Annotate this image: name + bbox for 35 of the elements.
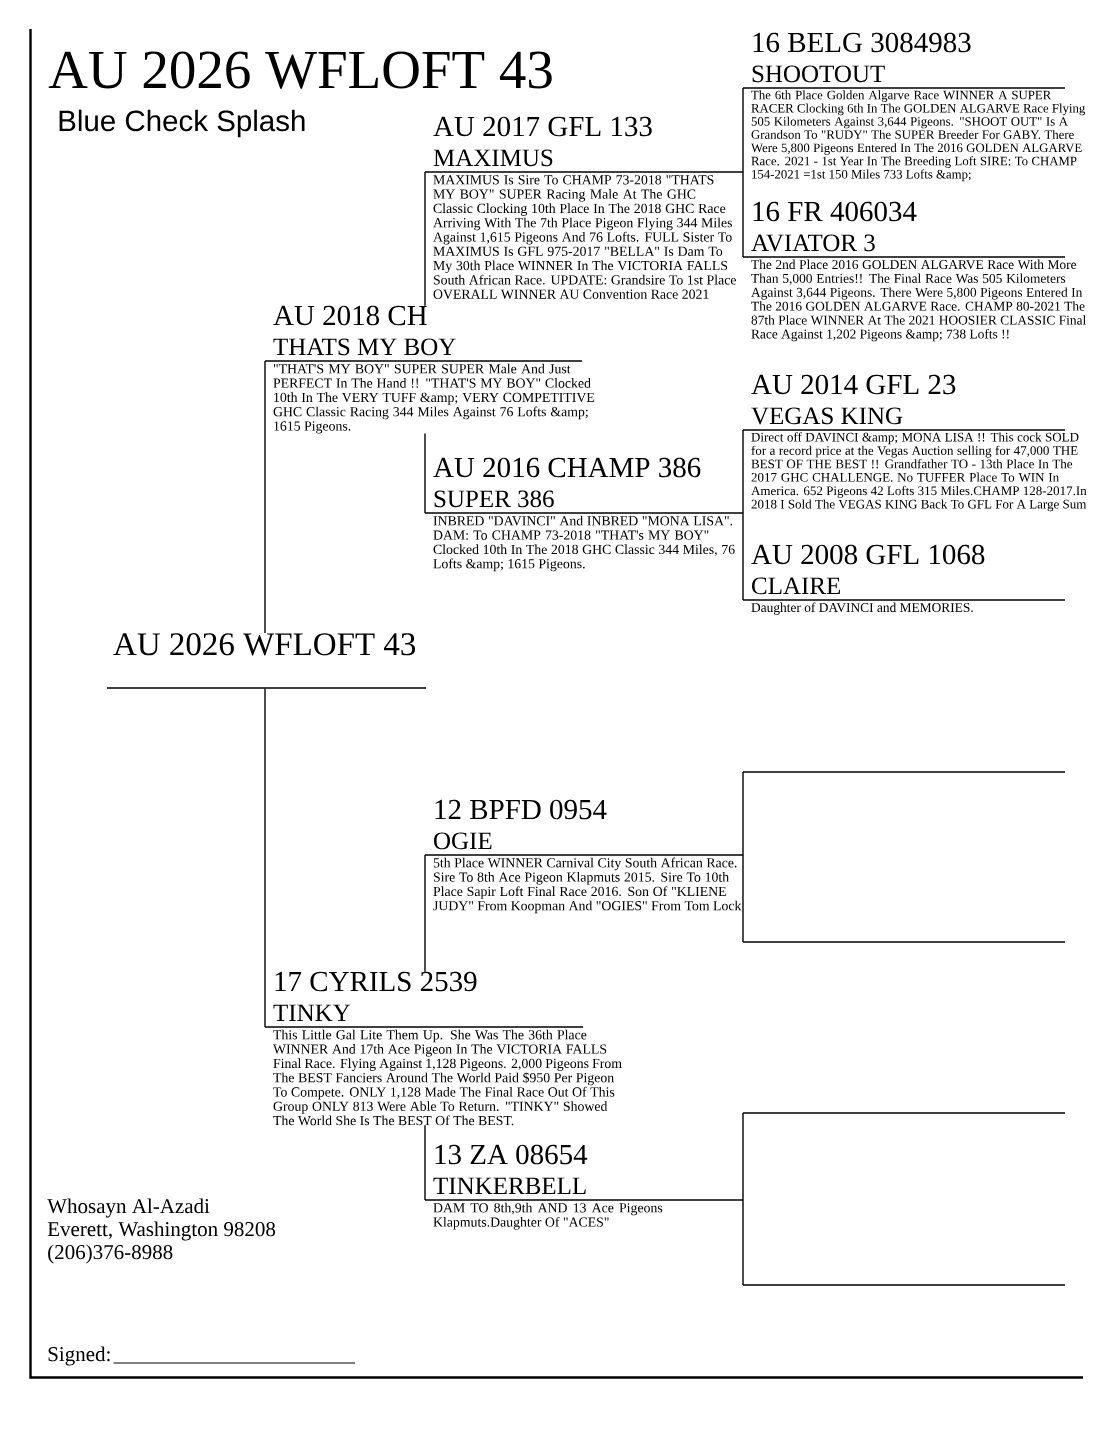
- blank-entry-line: [743, 1112, 1065, 1114]
- bracket-line: [742, 771, 744, 856]
- bracket-line: [424, 171, 426, 307]
- pedigree-entry: AU 2014 GFL 23 VEGAS KING Direct off DAVINCI &amp; MONA LISA !! This cock SOLD for a record price at the Vegas Auction selling for 47,000 THE BEST OF THE BEST !! Grandfather TO - 13th Place In The 2017 GHC CHALLENGE. No TUFFER Place To WIN In America. 652 Pigeons 42 Lofts 315 Miles.CHAMP 128-2017.In 2018 I Sold The VEGAS KING Back To GFL For A Large Sum: [742, 374, 1087, 512]
- signature-label: Signed:: [48, 1346, 110, 1366]
- pedigree-entry: 16 BELG 3084983 SHOOTOUT The 6th Place Golden Algarve Race WINNER A SUPER RACER Clocking 6th In The GOLDEN ALGARVE Race Flying 505 Kilometers Against 3,644 Pigeons. "SHOOT OUT" Is A Grandson To "RUDY" The SUPER Breeder For GABY. There Were 5,800 Pigeons Entered In The 2016 GOLDEN ALGARVE Race. 2021 - 1st Year In The Breeding Loft SIRE: To CHAMP 154-2021 =1st 150 Miles 733 Lofts &amp;: [742, 32, 1086, 182]
- bracket-line: [424, 432, 426, 514]
- pedigree-entry: AU 2008 GFL 1068 CLAIRE Daughter of DAVINCI and MEMORIES.: [742, 544, 1066, 615]
- title: AU 2026 WFLOFT 43: [48, 51, 552, 89]
- bracket-line: [742, 429, 744, 514]
- pedigree-entry: 17 CYRILS 2539 TINKY This Little Gal Lite Them Up. She Was The 36th Place WINNER And 17th Ace Pigeon In The VICTORIA FALLS Final Race. Flying Against 1,128 Pigeons. 2,000 Pigeons From The BEST Fanciers Around The World Paid $950 Per Pigeon To Compete. ONLY 1,128 Made The Final Race Out Of This Group ONLY 813 Were Able To Return. "TINKY" Showed The World She Is The BEST Of The BEST.: [264, 971, 622, 1126]
- bracket-line: [264, 688, 266, 1028]
- bracket-line: [742, 171, 744, 258]
- pedigree-entry: 12 BPFD 0954 OGIE 5th Place WINNER Carnival City South African Race. Sire To 8th Ace Pigeon Klapmuts 2015. Sire To 10th Place Sapir Loft Final Race 2016. Son Of "KLIENE JUDY" From Koopman And "OGIES" From Tom Lock: [424, 799, 744, 914]
- pedigree-entry: AU 2017 GFL 133 MAXIMUS MAXIMUS Is Sire To CHAMP 73-2018 "THATS MY BOY" SUPER Racing Male At The GHC Classic Clocking 10th Place In The 2018 GHC Race Arriving With The 7th Place Pigeon Flying 344 Miles Against 1,615 Pigeons And 76 Lofts. FULL Sister To MAXIMUS Is GFL 975-2017 "BELLA" Is Dam To My 30th Place WINNER In The VICTORIA FALLS South African Race. UPDATE: Grandsire To 1st Place OVERALL WINNER AU Convention Race 2021: [424, 116, 744, 299]
- pedigree-entry: AU 2026 WFLOFT 43: [106, 633, 427, 689]
- bracket-line: [742, 512, 744, 601]
- bracket-line: [264, 360, 266, 634]
- bracket-line: [424, 1124, 426, 1201]
- pedigree-entry: 16 FR 406034 AVIATOR 3 The 2nd Place 2016 GOLDEN ALGARVE Race With More Than 5,000 Entries!! The Final Race Was 505 Kilometers Against 3,644 Pigeons. There Were 5,800 Pigeons Entered In The 2016 GOLDEN ALGARVE Race. CHAMP 80-2021 The 87th Place WINNER At The 2021 HOOSIER CLASSIC Final Race Against 1,202 Pigeons &amp; 738 Lofts !!: [742, 201, 1086, 342]
- bracket-line: [742, 1112, 744, 1201]
- pedigree-entry: 13 ZA 08654 TINKERBELL DAM TO 8th,9th AND 13 Ace Pigeons Klapmuts.Daughter Of "ACES": [424, 1144, 744, 1230]
- blank-entry-line: [743, 1284, 1065, 1286]
- bracket-line: [424, 854, 426, 973]
- bracket-line: [742, 854, 744, 943]
- pedigree-entry: AU 2016 CHAMP 386 SUPER 386 INBRED "DAVINCI" And INBRED "MONA LISA". DAM: To CHAMP 73-2018 "THAT's MY BOY" Clocked 10th In The 2018 GHC Classic 344 Miles, 76 Lofts &amp; 1615 Pigeons.: [424, 457, 744, 572]
- phone-number: (206)376-8988: [48, 1244, 173, 1264]
- bracket-line: [742, 1199, 744, 1286]
- bracket-line: [742, 87, 744, 173]
- blank-entry-line: [743, 941, 1065, 943]
- owner-name: Whosayn Al-Azadi: [47, 1198, 210, 1218]
- address-line: Everett, Washington 98208: [47, 1221, 276, 1241]
- blank-entry-line: [743, 771, 1065, 773]
- pedigree-entry: AU 2018 CH THATS MY BOY "THAT'S MY BOY" SUPER SUPER Male And Just PERFECT In The Hand !! "THAT'S MY BOY" Clocked 10th In The VERY TUFF &amp; VERY COMPETITIVE GHC Classic Racing 344 Miles Against 76 Lofts &amp; 1615 Pigeons.: [264, 305, 595, 434]
- subtitle: Blue Check Splash: [59, 109, 305, 138]
